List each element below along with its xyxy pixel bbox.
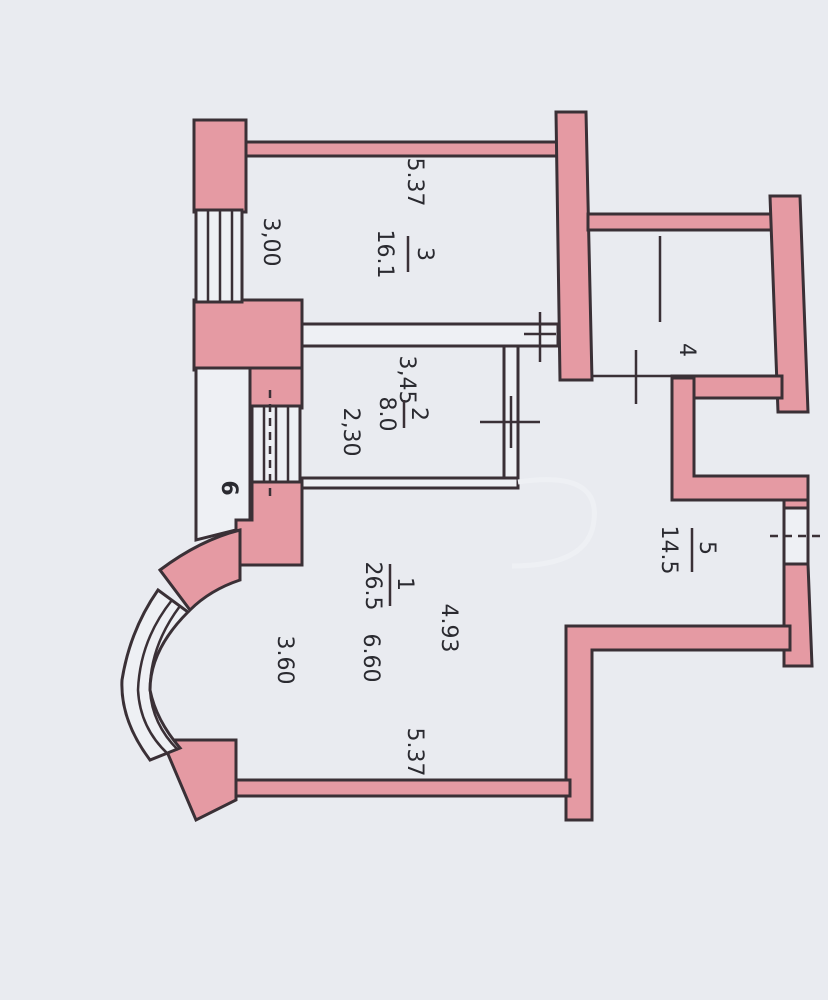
room-1-area: 26.5 [360,562,385,611]
dim-room-3-width: 5.37 [402,158,427,207]
balcony-room-6 [194,366,302,542]
door-room-4 [592,350,672,404]
wall-room-3-top [244,140,562,158]
outer-wall-left [159,118,304,823]
walls-room-4 [586,194,810,414]
curved-partition-inner [511,477,597,569]
room-3-area: 16.1 [372,230,397,279]
dim-room-1-length: 6.60 [358,634,383,683]
dim-room-3-depth: 3,00 [258,218,283,267]
room-2-number: 2 [406,407,431,421]
dim-room-1-width-top: 4.93 [436,604,461,653]
room-1-number: 1 [392,577,417,591]
dim-room-2-depth: 2,30 [338,408,363,457]
room-3-number: 3 [412,247,437,261]
dim-room-1-depth: 3.60 [272,636,297,685]
window-room-3 [194,208,244,304]
bay-window [120,528,242,762]
room-4-number: 4 [674,343,699,357]
wall-room-1-bottom [234,778,572,798]
partitions-room-2 [300,312,560,490]
dim-room-1-width-bottom: 5.37 [402,728,427,777]
room-5-number: 5 [694,541,719,555]
dim-room-2-width: 3,45 [394,356,419,405]
wall-room-3-right [554,110,594,382]
room-5-area: 14.5 [656,526,681,575]
room-6-number: 6 [216,480,241,495]
walls-room-5 [564,376,824,822]
room-2-area: 8.0 [374,397,399,432]
